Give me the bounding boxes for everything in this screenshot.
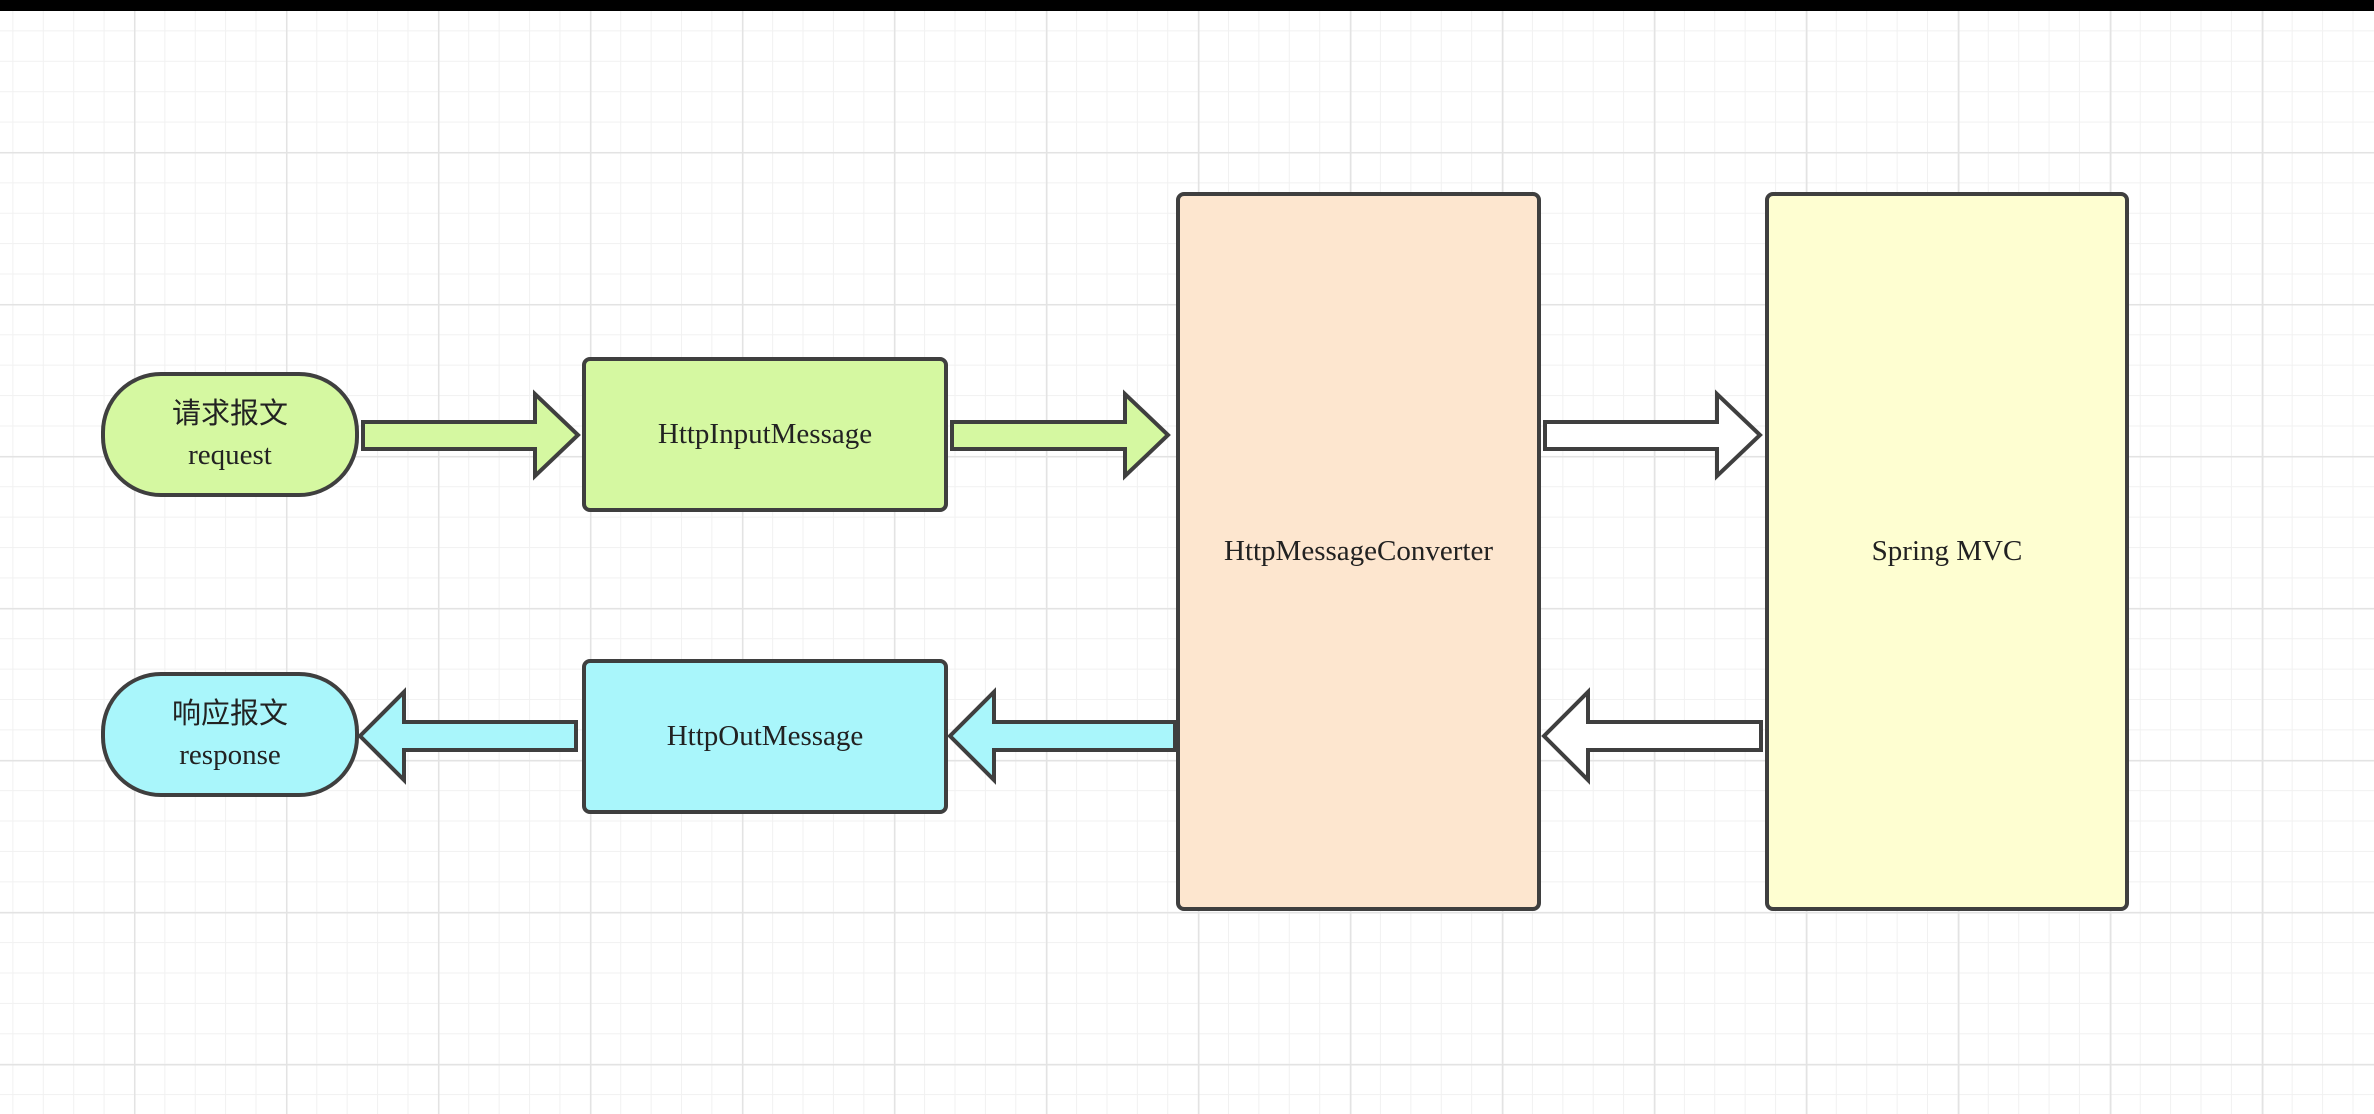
http-out-message-node: HttpOutMessage bbox=[582, 659, 948, 814]
response-label-en: response bbox=[179, 738, 281, 771]
arrow-converter-to-output bbox=[947, 687, 1177, 785]
response-label-cn: 响应报文 bbox=[171, 697, 288, 730]
arrow-converter-to-spring bbox=[1543, 389, 1763, 481]
http-input-message-label: HttpInputMessage bbox=[657, 418, 873, 451]
http-out-message-label: HttpOutMessage bbox=[666, 720, 864, 753]
arrow-request-to-input bbox=[361, 389, 581, 481]
spring-mvc-label: Spring MVC bbox=[1871, 535, 2023, 568]
response-node: 响应报文 response bbox=[101, 672, 359, 797]
spring-mvc-node: Spring MVC bbox=[1765, 192, 2129, 911]
request-node: 请求报文 request bbox=[101, 372, 359, 497]
top-bar bbox=[0, 0, 2374, 11]
arrow-input-to-converter bbox=[950, 389, 1171, 481]
request-label-en: request bbox=[188, 438, 272, 471]
arrow-spring-to-converter bbox=[1541, 687, 1763, 785]
arrow-output-to-response bbox=[357, 687, 578, 785]
http-message-converter-node: HttpMessageConverter bbox=[1176, 192, 1541, 911]
http-message-converter-label: HttpMessageConverter bbox=[1224, 535, 1493, 568]
request-label-cn: 请求报文 bbox=[171, 397, 288, 430]
http-input-message-node: HttpInputMessage bbox=[582, 357, 948, 512]
